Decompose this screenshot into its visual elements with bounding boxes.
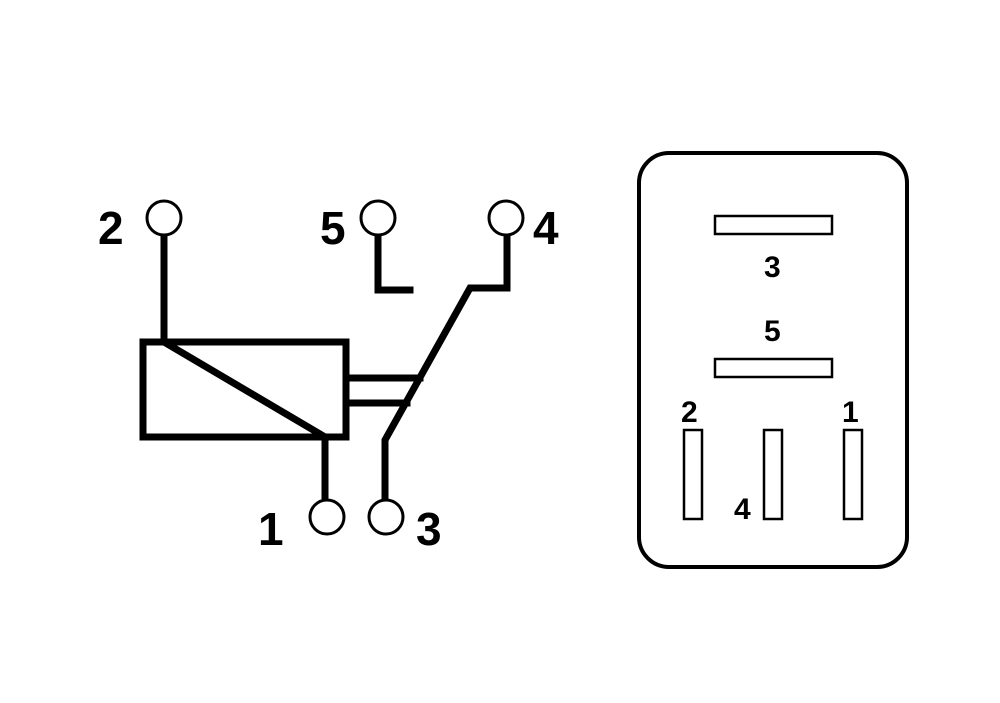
footprint-pin4-label: 4 [734, 493, 751, 526]
coil-diagonal [159, 337, 330, 442]
footprint-pin2 [682, 428, 704, 521]
pin5-label: 5 [320, 202, 346, 254]
switch-arm [381, 232, 511, 504]
footprint-pin3 [713, 214, 834, 236]
pin2-terminal [145, 199, 183, 237]
footprint-pin2-label: 2 [681, 396, 698, 429]
footprint-pin5-label: 5 [764, 315, 781, 348]
footprint-pin4 [762, 428, 784, 521]
coil-box [139, 338, 350, 441]
pin2-label: 2 [98, 202, 124, 254]
pin4-label: 4 [533, 202, 559, 254]
footprint-pin5 [713, 357, 834, 379]
pin1-terminal [308, 498, 346, 536]
pin4-terminal [487, 199, 525, 237]
pin1-label: 1 [258, 503, 284, 555]
pin3-terminal [367, 498, 405, 536]
footprint-pin3-label: 3 [764, 251, 781, 284]
pin5-contact [374, 232, 414, 294]
footprint-pin1 [842, 428, 864, 521]
relay-footprint: 3 5 2 4 1 [637, 151, 909, 569]
pin3-label: 3 [416, 503, 442, 555]
footprint-pin1-label: 1 [842, 396, 859, 429]
relay-schematic: 2 1 3 4 5 [98, 199, 559, 555]
pin5-terminal [359, 199, 397, 237]
